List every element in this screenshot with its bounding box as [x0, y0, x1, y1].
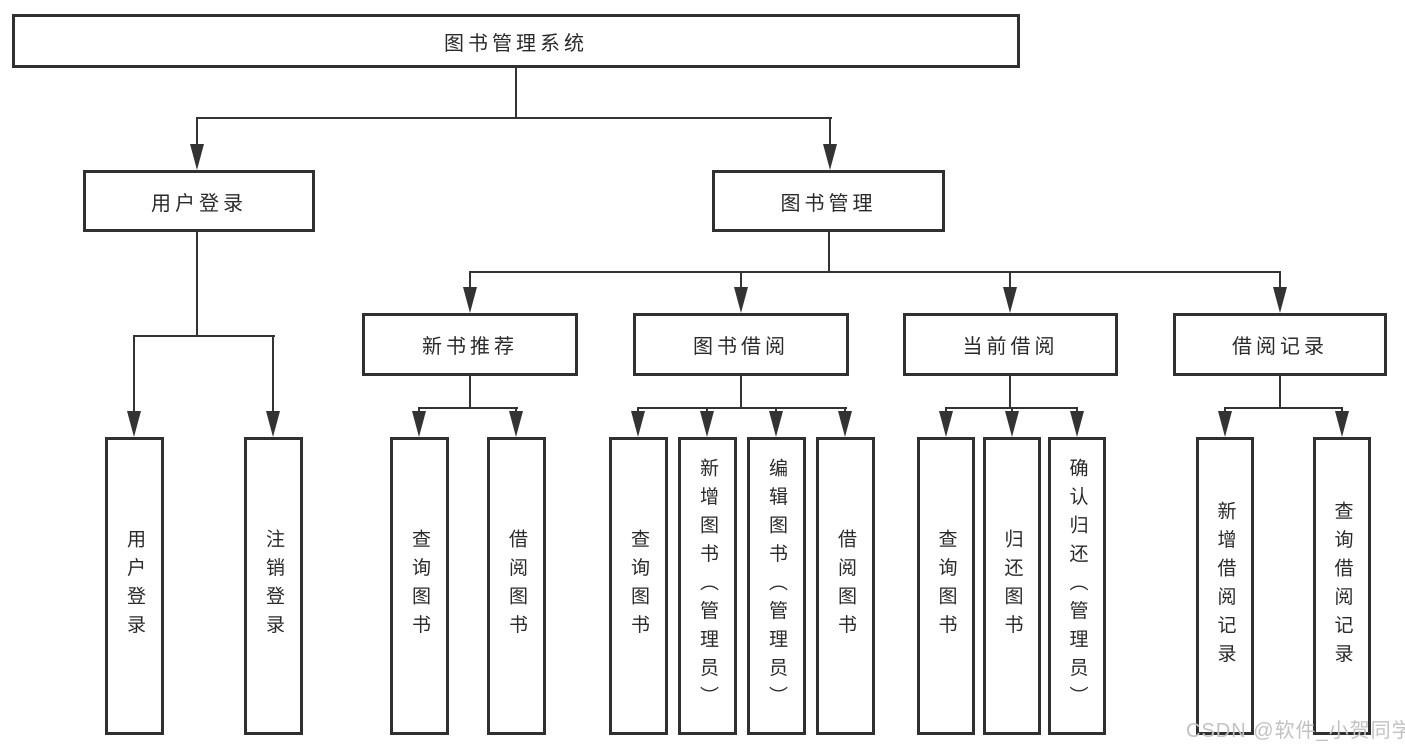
- arrow-down-icon: [1218, 411, 1232, 437]
- connector-line: [945, 407, 1078, 409]
- node-book-borrow-label: 图书借阅: [693, 336, 789, 358]
- arrow-down-icon: [509, 411, 523, 437]
- arrow-down-icon: [1070, 411, 1084, 437]
- connector-line: [418, 407, 518, 409]
- connector-line: [469, 273, 471, 289]
- connector-line: [829, 119, 831, 147]
- node-new-book-recommend: 新书推荐: [362, 313, 578, 376]
- arrow-down-icon: [463, 287, 477, 313]
- node-user-login: 用户登录: [83, 170, 315, 232]
- connector-line: [469, 376, 471, 408]
- arrow-down-icon: [1273, 287, 1287, 313]
- leaf-query-book-current: 查询图书: [917, 437, 975, 735]
- leaf-return-book: 归还图书: [983, 437, 1041, 735]
- connector-line: [1009, 273, 1011, 289]
- node-new-book-recommend-label: 新书推荐: [422, 336, 518, 358]
- leaf-confirm-return-admin-label: 确认归还（管理员）: [1066, 457, 1088, 715]
- connector-line: [740, 376, 742, 408]
- leaf-query-book-recommend: 查询图书: [390, 437, 449, 735]
- csdn-watermark: CSDN @软件_小贺同学: [1186, 720, 1405, 742]
- leaf-query-book-current-label: 查询图书: [935, 529, 957, 643]
- connector-line: [133, 337, 135, 413]
- connector-line: [469, 271, 1281, 273]
- arrow-down-icon: [838, 411, 852, 437]
- leaf-borrow-book-recommend: 借阅图书: [487, 437, 546, 735]
- node-borrow-records-label: 借阅记录: [1232, 336, 1328, 358]
- arrow-down-icon: [266, 411, 280, 437]
- connector-line: [196, 117, 832, 119]
- leaf-edit-book-admin-label: 编辑图书（管理员）: [766, 457, 787, 715]
- arrow-down-icon: [631, 411, 645, 437]
- connector-line: [196, 232, 198, 336]
- leaf-add-book-admin-label: 新增图书（管理员）: [697, 457, 718, 715]
- connector-line: [272, 337, 274, 413]
- leaf-add-borrow-record: 新增借阅记录: [1196, 437, 1254, 735]
- connector-line: [515, 68, 517, 118]
- arrow-down-icon: [823, 144, 837, 170]
- node-book-management-label: 图书管理: [780, 192, 877, 215]
- leaf-borrow-book-recommend-label: 借阅图书: [506, 529, 527, 643]
- node-current-borrow-label: 当前借阅: [962, 336, 1059, 358]
- leaf-return-book-label: 归还图书: [1001, 529, 1023, 643]
- node-book-borrow: 图书借阅: [633, 313, 849, 376]
- connector-line: [1279, 376, 1281, 408]
- leaf-user-login: 用户登录: [105, 437, 164, 735]
- arrow-down-icon: [700, 411, 714, 437]
- leaf-add-book-admin: 新增图书（管理员）: [678, 437, 737, 735]
- leaf-query-book-borrow: 查询图书: [609, 437, 668, 735]
- arrow-down-icon: [1005, 411, 1019, 437]
- leaf-borrow-book-label: 借阅图书: [835, 529, 856, 643]
- arrow-down-icon: [127, 411, 141, 437]
- arrow-down-icon: [1003, 287, 1017, 313]
- leaf-query-book-recommend-label: 查询图书: [409, 529, 430, 643]
- leaf-query-borrow-record: 查询借阅记录: [1313, 437, 1371, 735]
- arrow-down-icon: [1335, 411, 1349, 437]
- arrow-down-icon: [769, 411, 783, 437]
- arrow-down-icon: [190, 144, 204, 170]
- leaf-user-login-label: 用户登录: [124, 529, 145, 643]
- connector-line: [1009, 376, 1011, 408]
- node-library-system: 图书管理系统: [12, 14, 1020, 68]
- leaf-logout-label: 注销登录: [263, 529, 284, 643]
- connector-line: [196, 119, 198, 147]
- leaf-add-borrow-record-label: 新增借阅记录: [1214, 500, 1236, 672]
- connector-line: [828, 232, 830, 272]
- node-user-login-label: 用户登录: [151, 192, 247, 215]
- arrow-down-icon: [939, 411, 953, 437]
- leaf-edit-book-admin: 编辑图书（管理员）: [747, 437, 806, 735]
- leaf-logout: 注销登录: [244, 437, 303, 735]
- leaf-confirm-return-admin: 确认归还（管理员）: [1048, 437, 1106, 735]
- connector-line: [1279, 273, 1281, 289]
- node-book-management: 图书管理: [712, 170, 945, 232]
- node-current-borrow: 当前借阅: [903, 313, 1118, 376]
- node-library-system-label: 图书管理系统: [444, 32, 588, 55]
- connector-line: [1224, 407, 1343, 409]
- node-borrow-records: 借阅记录: [1173, 313, 1387, 376]
- arrow-down-icon: [412, 411, 426, 437]
- leaf-query-book-borrow-label: 查询图书: [628, 529, 649, 643]
- connector-line: [133, 335, 275, 337]
- connector-line: [740, 273, 742, 289]
- connector-line: [637, 407, 847, 409]
- arrow-down-icon: [734, 287, 748, 313]
- leaf-query-borrow-record-label: 查询借阅记录: [1331, 500, 1353, 672]
- leaf-borrow-book: 借阅图书: [816, 437, 875, 735]
